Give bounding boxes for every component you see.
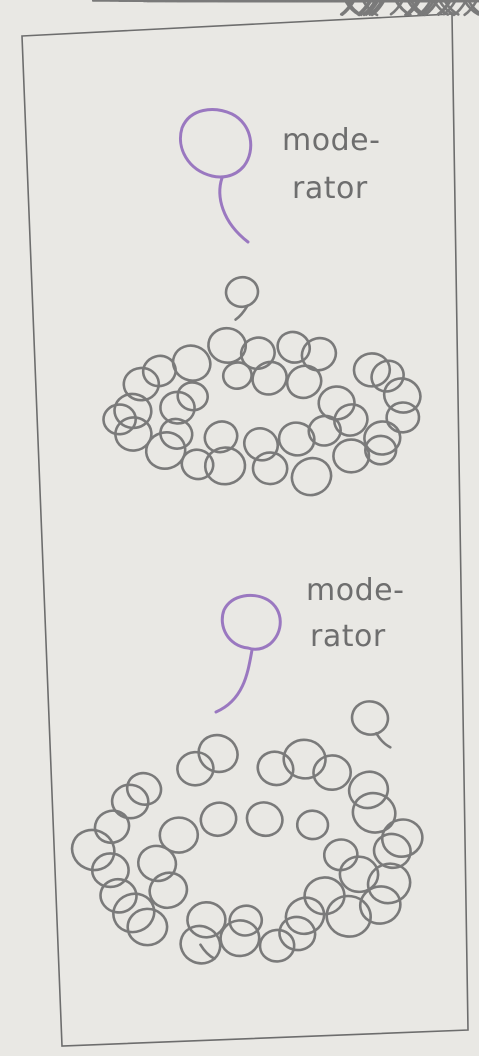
moderator-head-icon bbox=[222, 595, 280, 649]
participant-group-top bbox=[103, 0, 479, 501]
participant-head-icon bbox=[204, 1, 466, 485]
participant-head-icon bbox=[363, 0, 438, 456]
participant-head-icon bbox=[176, 0, 479, 786]
participant-head-icon bbox=[239, 0, 459, 466]
moderator-bottom: mode- rator bbox=[216, 573, 404, 712]
moderator-label-line2: rator bbox=[310, 619, 386, 654]
moderator-top: mode- rator bbox=[180, 110, 380, 242]
participant-head-icon bbox=[65, 0, 479, 877]
moderator-label-line1: mode- bbox=[306, 573, 404, 608]
moderator-label-line2: rator bbox=[292, 171, 368, 206]
participant-head-icon bbox=[379, 0, 426, 418]
participant-head-icon bbox=[175, 920, 226, 970]
participant-head-icon bbox=[333, 0, 456, 472]
participant-head-icon bbox=[286, 1, 476, 501]
participant-head-icon bbox=[364, 1, 409, 397]
participant-head-icon bbox=[365, 0, 450, 464]
moderator-stem bbox=[216, 650, 252, 712]
participant-head-icon bbox=[178, 0, 478, 482]
participant-head-icon bbox=[123, 0, 479, 808]
moderator-stem bbox=[220, 178, 248, 242]
moderator-label-line1: mode- bbox=[282, 123, 380, 158]
paper-frame bbox=[22, 14, 468, 1046]
participant-head-icon bbox=[276, 0, 453, 459]
participant-head-icon bbox=[224, 275, 261, 320]
participant-head-icon bbox=[330, 0, 420, 440]
participant-head-icon bbox=[349, 699, 390, 748]
participant-head-icon bbox=[253, 0, 479, 790]
moderator-head-icon bbox=[180, 110, 250, 177]
